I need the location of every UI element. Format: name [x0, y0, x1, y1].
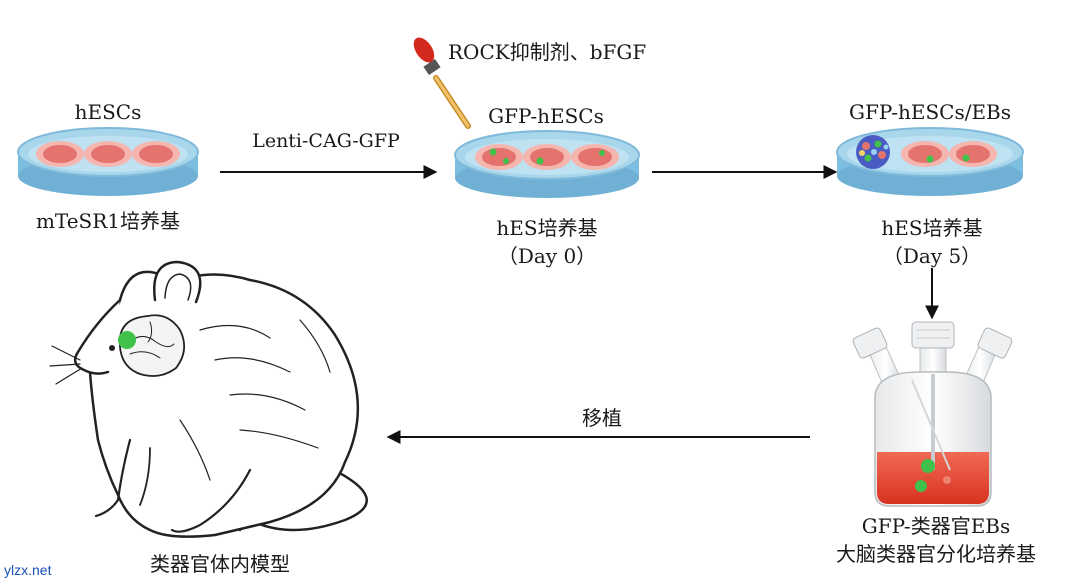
cell-colony — [132, 141, 180, 167]
cell-colony — [571, 144, 619, 170]
mouse-illustration — [49, 260, 368, 538]
cell-colony — [475, 144, 523, 170]
transplant-label: 移植 — [582, 406, 622, 430]
cell-colony — [84, 141, 132, 167]
model-label: 类器官体内模型 — [150, 552, 290, 576]
petri-dish-gfp-hescs-ebs — [836, 127, 1024, 196]
dish3-medium-label: hES培养基 — [881, 216, 983, 240]
flask-medium-label: 大脑类器官分化培养基 — [836, 542, 1036, 566]
embryoid-body — [856, 135, 890, 169]
cell-colony — [901, 141, 949, 167]
brain-icon — [118, 314, 186, 377]
spinner-flask — [852, 321, 1013, 507]
cell-colony — [949, 141, 997, 167]
flask-product-label: GFP-类器官EBs — [861, 514, 1011, 538]
dish2-day-label: （Day 0） — [497, 244, 597, 268]
organoid-gfp — [915, 480, 927, 492]
dropper-icon — [413, 37, 471, 129]
petri-dish-hescs — [17, 127, 199, 196]
petri-dish-gfp-hescs — [454, 130, 640, 198]
watermark: ylzx.net — [4, 562, 52, 578]
gfp-organoid-graft — [118, 331, 136, 349]
additive-label: ROCK抑制剂、bFGF — [448, 40, 647, 64]
organoid-gfp — [921, 459, 935, 473]
dish3-cell-label: GFP-hESCs/EBs — [848, 100, 1012, 124]
cell-colony — [36, 141, 84, 167]
dish3-day-label: （Day 5） — [882, 244, 982, 268]
dish1-cell-label: hESCs — [74, 100, 142, 124]
cell-colony — [523, 144, 571, 170]
dish1-medium-label: mTeSR1培养基 — [35, 209, 181, 233]
dish2-cell-label: GFP-hESCs — [488, 104, 604, 128]
dish2-medium-label: hES培养基 — [496, 216, 598, 240]
arrow1-label: Lenti-CAG-GFP — [252, 130, 400, 152]
